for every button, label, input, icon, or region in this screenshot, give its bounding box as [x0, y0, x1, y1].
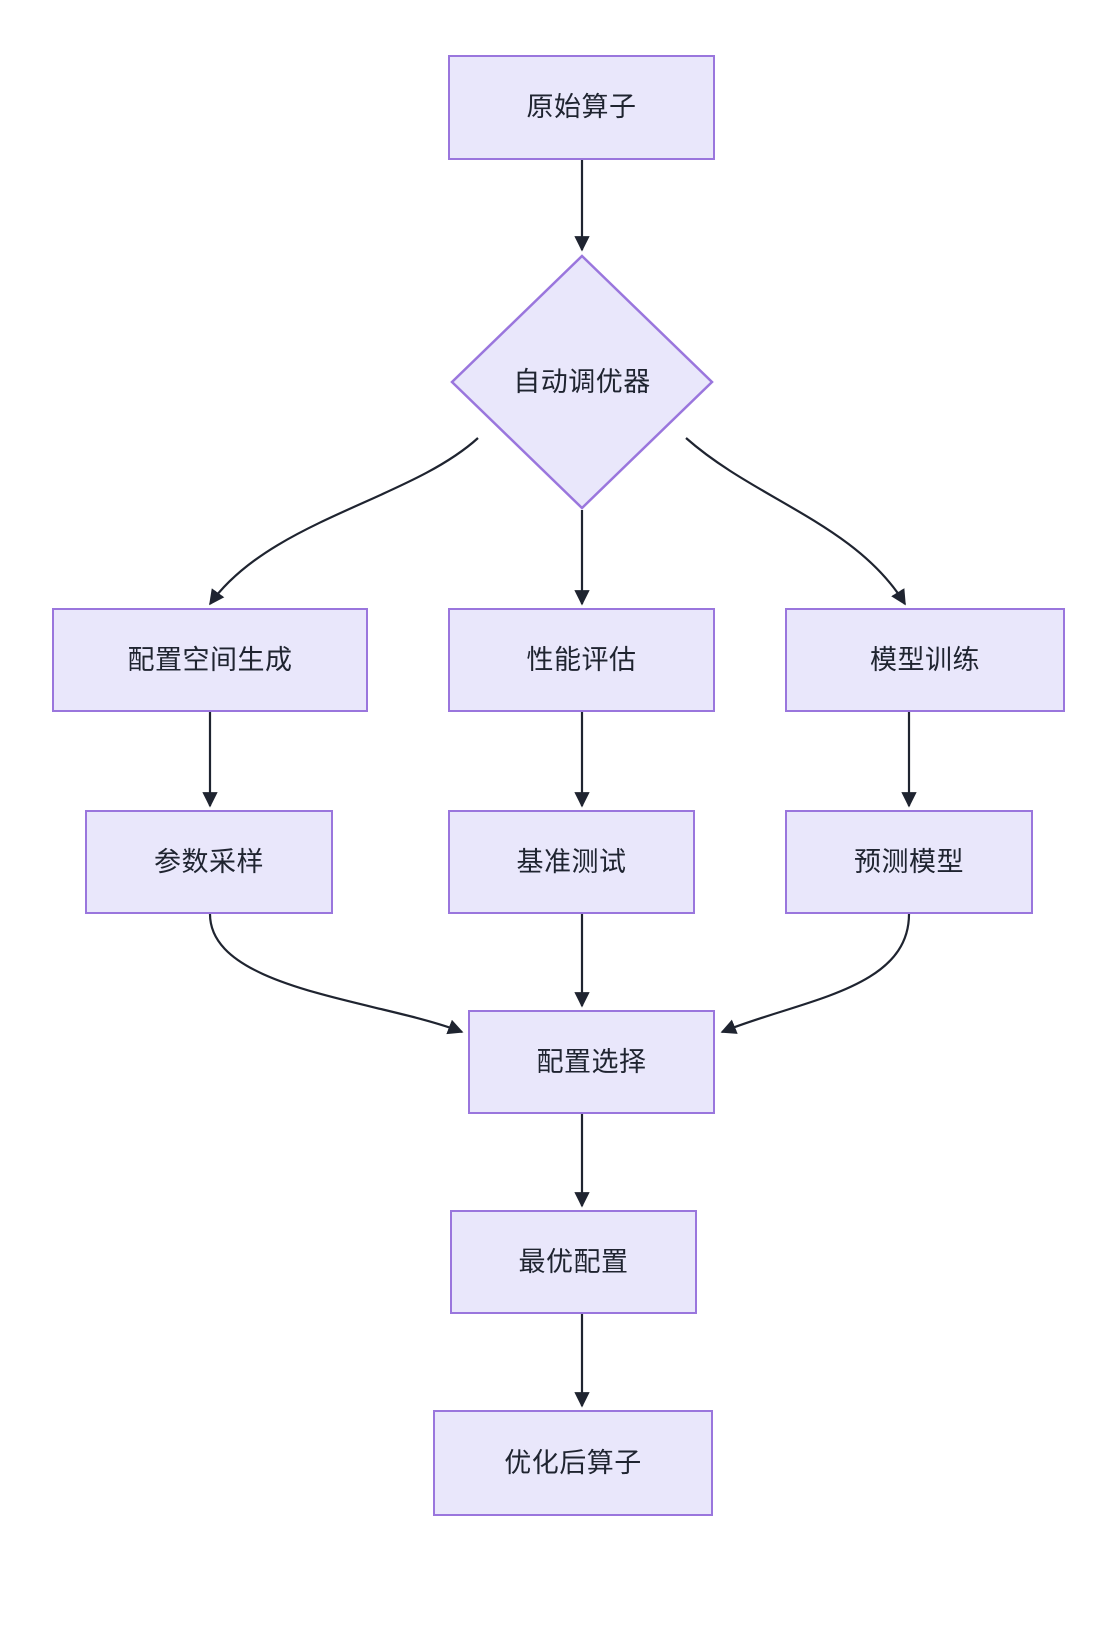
node-label: 参数采样 [154, 846, 264, 877]
node-label: 模型训练 [870, 644, 980, 675]
node-performance-evaluation[interactable]: 性能评估 [448, 608, 715, 712]
node-original-operator[interactable]: 原始算子 [448, 55, 715, 160]
node-label: 配置空间生成 [127, 644, 293, 675]
node-prediction-model[interactable]: 预测模型 [785, 810, 1033, 914]
node-optimal-config[interactable]: 最优配置 [450, 1210, 697, 1314]
edge-n6-n9 [208, 913, 464, 1035]
node-optimized-operator[interactable]: 优化后算子 [433, 1410, 713, 1516]
node-label: 优化后算子 [504, 1447, 642, 1478]
node-config-selection[interactable]: 配置选择 [468, 1010, 715, 1114]
node-label: 最优配置 [518, 1246, 629, 1277]
edge-n2-n5 [685, 437, 906, 606]
node-model-training[interactable]: 模型训练 [785, 608, 1065, 712]
edge-n2-n3 [209, 437, 479, 606]
node-label: 基准测试 [516, 846, 627, 877]
node-label: 预测模型 [854, 846, 964, 877]
node-config-space-generation[interactable]: 配置空间生成 [52, 608, 368, 712]
node-label: 性能评估 [526, 644, 637, 675]
node-label: 自动调优器 [513, 366, 651, 397]
node-label: 配置选择 [536, 1046, 647, 1077]
node-benchmark-test[interactable]: 基准测试 [448, 810, 695, 914]
diamond-shape [450, 254, 714, 510]
node-parameter-sampling[interactable]: 参数采样 [85, 810, 333, 914]
node-label: 原始算子 [526, 92, 637, 122]
node-auto-tuner[interactable]: 自动调优器 [450, 254, 714, 510]
edge-n8-n9 [720, 913, 911, 1034]
